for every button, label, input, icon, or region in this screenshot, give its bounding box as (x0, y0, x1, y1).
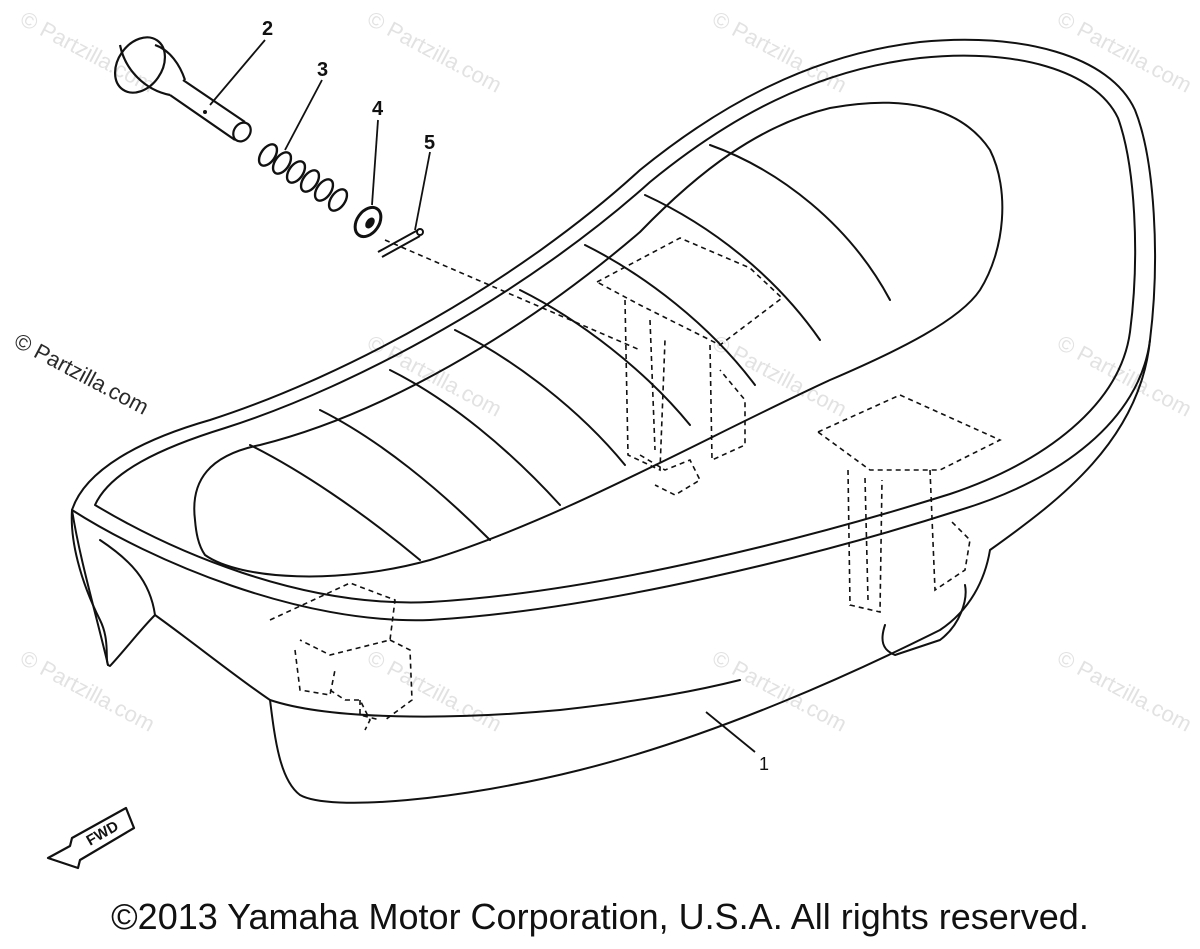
part-3-spring (257, 143, 349, 212)
part-4-washer (353, 205, 383, 239)
callout-3: 3 (317, 59, 328, 81)
seat-pad-outline (193, 101, 1004, 578)
callout-2: 2 (262, 18, 273, 40)
leader-1 (705, 711, 756, 753)
seat-pleat (709, 144, 891, 301)
callout-4: 4 (372, 98, 384, 120)
fwd-arrow-icon: FWD (46, 806, 136, 870)
leader-5 (414, 151, 431, 231)
rear-bracket-foot (639, 454, 702, 496)
seat-bottom-edge (269, 679, 741, 718)
copyright-notice: ©2013 Yamaha Motor Corporation, U.S.A. A… (111, 896, 1089, 937)
leader-4 (371, 119, 379, 206)
seat-pleat (584, 244, 756, 386)
part-2-pin (113, 36, 252, 143)
rear-bracket-plate (595, 237, 784, 346)
seat-pleat (389, 369, 561, 506)
seat-pleat (519, 289, 691, 426)
seat-outer-rim (71, 38, 1156, 622)
part-5-cotter-pin (377, 228, 424, 258)
seat-inner-rim (94, 54, 1137, 604)
callout-5: 5 (424, 132, 435, 154)
seat-pleat (644, 194, 821, 341)
front-bracket-plate (816, 394, 1002, 471)
leader-2 (209, 39, 266, 106)
callout-1: 1 (759, 754, 769, 774)
seat-base (70, 339, 1151, 804)
seat-pleat (249, 444, 421, 561)
seat-pleat (319, 409, 491, 541)
seat-pleat (454, 329, 626, 466)
front-bracket-leg (847, 469, 971, 614)
leader-3 (284, 79, 323, 151)
seat-right-tab (881, 584, 967, 656)
hinge-bracket (269, 582, 413, 731)
seat-left-flap (71, 509, 156, 666)
rear-bracket-leg (624, 299, 746, 472)
pin-axis-line (384, 239, 641, 351)
